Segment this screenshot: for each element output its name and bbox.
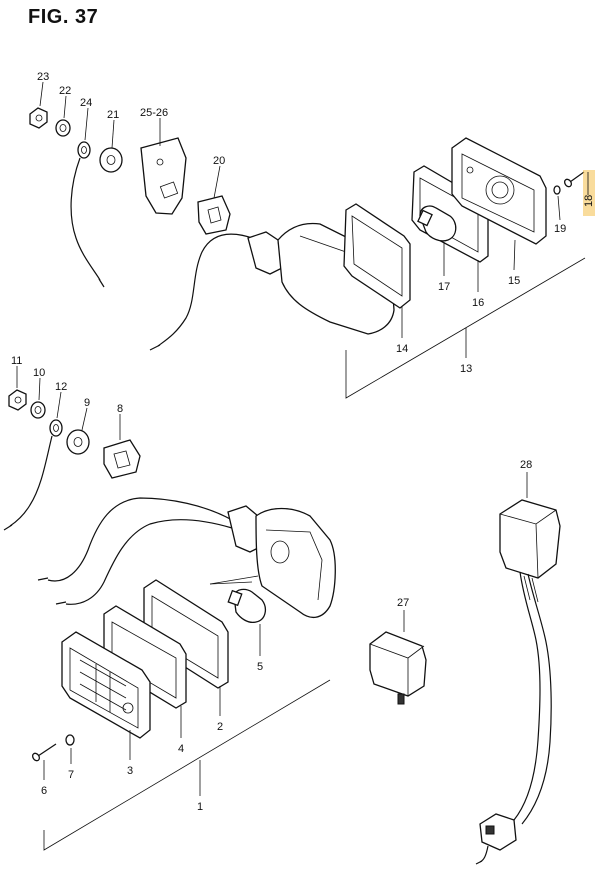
callout-label: 1 xyxy=(197,801,203,813)
callout-label: 3 xyxy=(127,765,133,777)
lens-part xyxy=(451,137,547,245)
relay-assembly xyxy=(369,472,561,865)
grommet-part xyxy=(197,195,231,235)
callout-highlight xyxy=(583,170,595,216)
lock-washer-part xyxy=(55,119,71,137)
flasher-relay-part xyxy=(499,499,561,825)
callout-label: 5 xyxy=(257,661,263,673)
callout-label: 19 xyxy=(554,223,566,235)
callout-label: 24 xyxy=(80,97,92,109)
upper-assembly xyxy=(29,81,595,399)
callout-label: 21 xyxy=(107,109,119,121)
grommet-part xyxy=(103,439,141,479)
figure-title: FIG. 37 xyxy=(28,6,99,28)
callout-label: 11 xyxy=(11,355,22,367)
bracket-part xyxy=(140,137,187,215)
lens-gasket-part xyxy=(411,165,489,263)
lens-part xyxy=(61,631,151,739)
callout-label: 28 xyxy=(520,459,532,471)
ground-lead-part xyxy=(3,419,63,531)
callout-label: 7 xyxy=(68,769,74,781)
callout-label: 16 xyxy=(472,297,484,309)
relay-part xyxy=(369,631,427,705)
callout-label: 20 xyxy=(213,155,225,167)
callout-label: 9 xyxy=(84,397,90,409)
callout-label: 22 xyxy=(59,85,71,97)
gasket-part xyxy=(343,203,411,309)
bulb-part xyxy=(417,205,457,242)
callout-label: 13 xyxy=(460,363,472,375)
lower-assembly xyxy=(3,366,336,851)
nut-part xyxy=(8,389,27,411)
callout-label: 27 xyxy=(397,597,409,609)
small-washer-part xyxy=(553,185,561,195)
callout-label: 6 xyxy=(41,785,47,797)
connector-part xyxy=(475,813,517,865)
lock-washer-part xyxy=(30,401,46,419)
callout-label: 25-26 xyxy=(140,107,168,119)
wire-harness xyxy=(47,497,233,582)
wire-harness xyxy=(157,233,259,347)
callout-label: 8 xyxy=(117,403,123,415)
washer-part xyxy=(66,429,90,455)
lamp-housing-part xyxy=(227,505,336,618)
callout-labels: 23 22 24 21 25-26 20 18 19 15 16 17 14 1… xyxy=(11,71,595,813)
washer-part xyxy=(99,147,123,173)
small-washer-part xyxy=(65,734,75,746)
callout-label: 18 xyxy=(583,195,595,207)
nut-part xyxy=(29,107,48,129)
callout-label: 23 xyxy=(37,71,49,83)
callout-label: 10 xyxy=(33,367,45,379)
ground-lead-part xyxy=(70,141,105,288)
callout-label: 17 xyxy=(438,281,450,293)
callout-label: 14 xyxy=(396,343,408,355)
callout-label: 2 xyxy=(217,721,223,733)
screw-part xyxy=(563,171,585,188)
bulb-part xyxy=(227,588,267,624)
screw-part xyxy=(31,743,57,762)
callout-label: 15 xyxy=(508,275,520,287)
callout-label: 4 xyxy=(178,743,184,755)
callout-label: 12 xyxy=(55,381,67,393)
